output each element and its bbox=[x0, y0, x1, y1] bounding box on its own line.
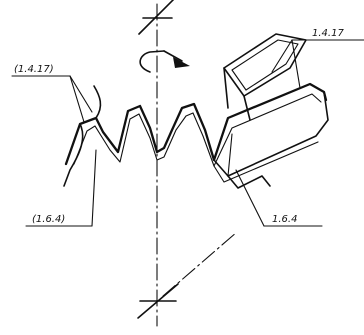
gear-profile-inner bbox=[73, 93, 322, 167]
callout-top-right: 1.4.17 bbox=[271, 28, 364, 89]
axis-bottom-tick bbox=[137, 283, 179, 319]
callout-top-left: (1.4.17) bbox=[11, 64, 93, 123]
callout-bottom-right: 1.6.4 bbox=[235, 169, 323, 227]
rotation-arrow-icon bbox=[139, 50, 190, 73]
axis-top-tick bbox=[138, 0, 175, 35]
callout-bottom-left: (1.6.4) bbox=[25, 149, 97, 227]
callout-bottom-right-label: 1.6.4 bbox=[272, 214, 297, 225]
callout-top-left-label: (1.4.17) bbox=[14, 64, 54, 75]
callout-bottom-left-label: (1.6.4) bbox=[32, 214, 65, 225]
rack-tooth bbox=[213, 91, 329, 189]
left-tooth-tip bbox=[93, 85, 102, 119]
left-tooth-root bbox=[63, 123, 84, 187]
callout-top-right-label: 1.4.17 bbox=[312, 28, 344, 39]
rack-plate bbox=[223, 33, 307, 121]
oblique-centre-line bbox=[162, 231, 238, 297]
gear-profile-outer bbox=[64, 82, 328, 166]
